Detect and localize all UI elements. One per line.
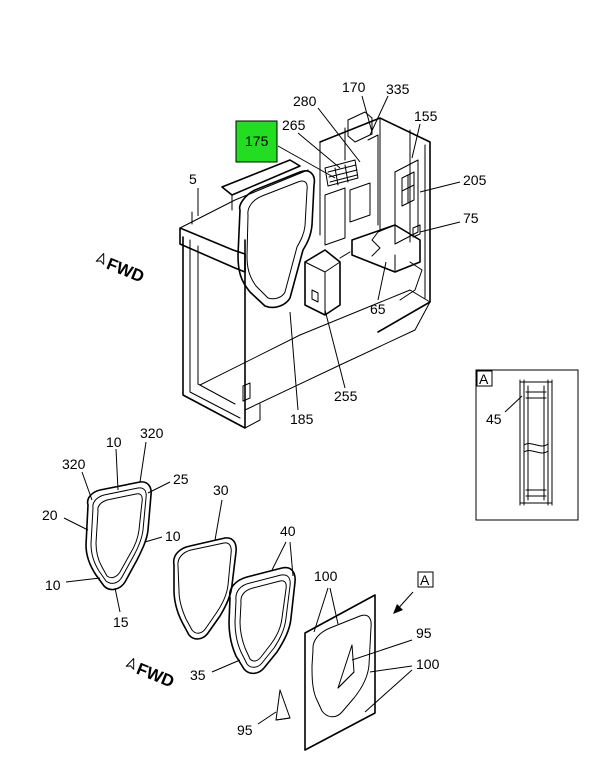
label-100-top: 100 [314, 568, 338, 584]
label-65: 65 [370, 301, 386, 317]
label-75: 75 [463, 210, 479, 226]
label-40: 40 [280, 523, 296, 539]
label-15: 15 [113, 614, 129, 630]
label-10-right: 10 [165, 528, 181, 544]
label-265: 265 [282, 117, 306, 133]
label-95-right: 95 [416, 625, 432, 641]
door-seal-assembly: 10 320 320 25 20 10 10 15 [42, 425, 189, 630]
detail-ref-letter: A [420, 572, 430, 588]
arrow-icon [393, 604, 403, 614]
wedge-95: 95 [237, 689, 291, 738]
label-335: 335 [386, 81, 410, 97]
cab-assembly [179, 111, 431, 429]
seal-40: 40 35 [190, 523, 296, 683]
label-25: 25 [173, 471, 189, 487]
seal-30: 30 [172, 482, 237, 640]
label-185: 185 [290, 411, 314, 427]
label-175: 175 [245, 133, 269, 149]
fwd-arrow-icon [95, 252, 105, 265]
leader-lines-main [197, 95, 461, 411]
label-35: 35 [190, 667, 206, 683]
labels-main: 170 335 280 265 175 155 5 205 75 65 255 … [189, 79, 487, 427]
label-5: 5 [189, 171, 197, 187]
label-170: 170 [342, 79, 366, 95]
fwd-arrow-icon [125, 657, 135, 670]
fwd-indicator-top: FWD [95, 252, 147, 286]
label-100-right: 100 [416, 656, 440, 672]
detail-reference-a: A [393, 571, 434, 614]
panel-100: 100 95 100 [304, 568, 440, 751]
label-205: 205 [463, 172, 487, 188]
fwd-label-bottom: FWD [134, 659, 177, 691]
label-10-bottom: 10 [45, 577, 61, 593]
label-45: 45 [486, 411, 502, 427]
label-155: 155 [414, 108, 438, 124]
detail-a-box: A 45 [475, 369, 579, 521]
label-280: 280 [293, 93, 317, 109]
label-320-left: 320 [62, 456, 86, 472]
label-10-top: 10 [106, 434, 122, 450]
label-95-bottom: 95 [237, 722, 253, 738]
detail-a-letter: A [479, 371, 489, 387]
label-30: 30 [213, 482, 229, 498]
highlight-175 [235, 120, 278, 163]
label-20: 20 [42, 507, 58, 523]
fwd-label-top: FWD [104, 254, 147, 286]
label-320-right: 320 [140, 425, 164, 441]
fwd-indicator-bottom: FWD [125, 657, 177, 691]
label-255: 255 [334, 388, 358, 404]
